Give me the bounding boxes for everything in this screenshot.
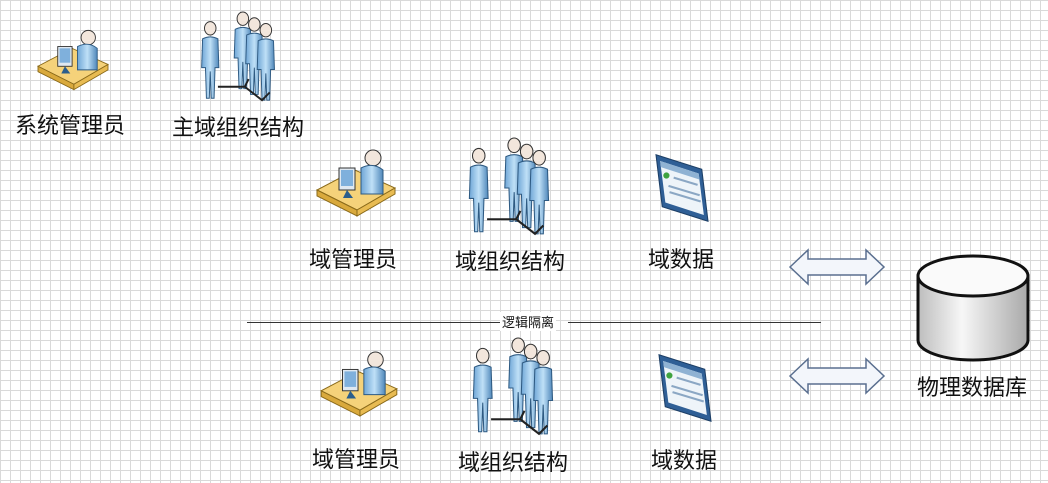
physical-db-label: 物理数据库	[916, 376, 1028, 401]
double-arrow-icon-2	[789, 358, 885, 394]
domain-org-label-2: 域组织结构	[457, 451, 569, 476]
separator-label: 逻辑隔离	[500, 312, 557, 331]
separator-line-right	[568, 322, 821, 323]
domain-admin-label-2: 域管理员	[311, 448, 401, 473]
domain-org-label-1: 域组织结构	[454, 250, 566, 275]
separator-line-left	[247, 322, 500, 323]
domain-data-label-2: 域数据	[650, 449, 718, 474]
sys-admin-icon	[37, 29, 109, 91]
domain-data-icon-2	[657, 353, 713, 423]
domain-data-icon-1	[654, 153, 710, 223]
main-org-icon	[197, 12, 281, 104]
domain-admin-icon-2	[320, 351, 398, 417]
double-arrow-icon-1	[789, 249, 885, 285]
sys-admin-label: 系统管理员	[14, 114, 126, 139]
domain-data-label-1: 域数据	[647, 248, 715, 273]
domain-admin-label-1: 域管理员	[308, 248, 398, 273]
domain-org-icon-2	[469, 338, 559, 438]
domain-admin-icon-1	[316, 149, 396, 217]
main-org-label: 主域组织结构	[171, 116, 305, 141]
database-cylinder-icon	[916, 254, 1030, 362]
domain-org-icon-1	[465, 138, 555, 238]
